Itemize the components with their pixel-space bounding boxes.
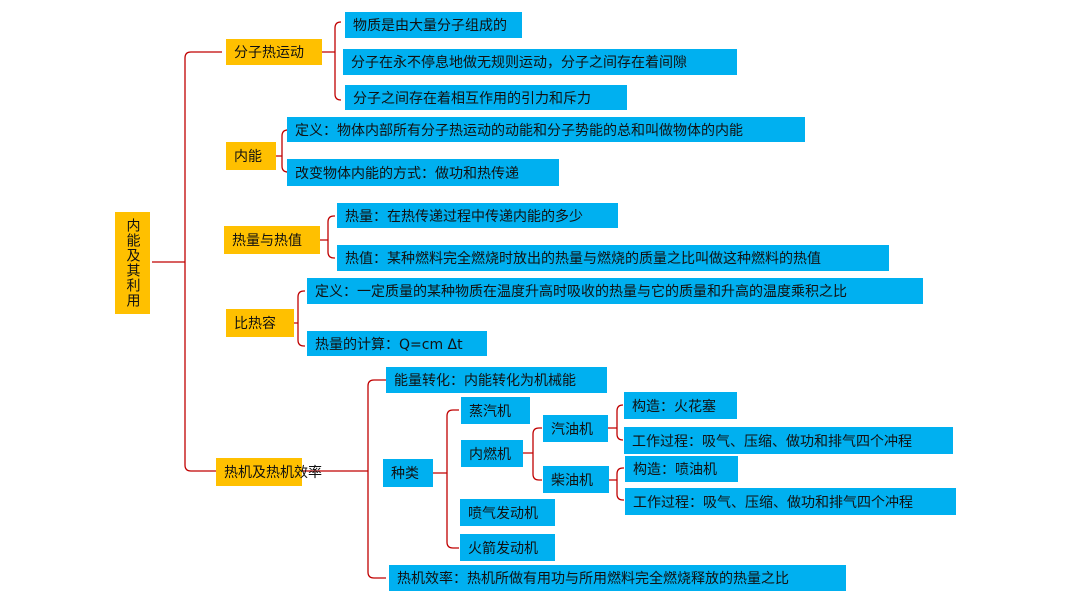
leaf-node[interactable]: 构造：火花塞 bbox=[624, 392, 737, 419]
node-diesel-engine[interactable]: 柴油机 bbox=[543, 466, 609, 493]
bracket-connector bbox=[523, 427, 542, 481]
node-internal-combustion-engine[interactable]: 内燃机 bbox=[461, 440, 523, 467]
leaf-node[interactable]: 改变物体内能的方式：做功和热传递 bbox=[287, 159, 559, 186]
leaf-energy-conversion[interactable]: 能量转化：内能转化为机械能 bbox=[386, 367, 607, 393]
leaf-node[interactable]: 热值：某种燃料完全燃烧时放出的热量与燃烧的质量之比叫做这种燃料的热值 bbox=[337, 245, 889, 271]
leaf-node[interactable]: 分子在永不停息地做无规则运动，分子之间存在着间隙 bbox=[343, 49, 737, 75]
node-steam-engine[interactable]: 蒸汽机 bbox=[461, 397, 530, 424]
leaf-node[interactable]: 分子之间存在着相互作用的引力和斥力 bbox=[345, 85, 627, 110]
root-node[interactable]: 内能及其利用 bbox=[115, 212, 150, 314]
leaf-node[interactable]: 工作过程：吸气、压缩、做功和排气四个冲程 bbox=[624, 427, 953, 454]
bracket-connector bbox=[294, 290, 305, 347]
node-jet-engine[interactable]: 喷气发动机 bbox=[460, 499, 555, 526]
topic-specific-heat[interactable]: 比热容 bbox=[226, 309, 294, 337]
node-rocket-engine[interactable]: 火箭发动机 bbox=[460, 534, 555, 561]
bracket-connector bbox=[433, 409, 459, 549]
bracket-connector bbox=[152, 51, 222, 472]
topic-heat-engine[interactable]: 热机及热机效率 bbox=[216, 458, 322, 486]
leaf-node[interactable]: 工作过程：吸气、压缩、做功和排气四个冲程 bbox=[625, 488, 956, 515]
bracket-connector bbox=[609, 467, 624, 501]
node-gasoline-engine[interactable]: 汽油机 bbox=[543, 415, 608, 442]
leaf-node[interactable]: 定义：物体内部所有分子热运动的动能和分子势能的总和叫做物体的内能 bbox=[287, 117, 805, 142]
leaf-node[interactable]: 构造：喷油机 bbox=[625, 456, 738, 482]
bracket-connector bbox=[276, 129, 289, 173]
topic-internal-energy[interactable]: 内能 bbox=[226, 142, 276, 170]
bracket-connector bbox=[320, 215, 335, 259]
bracket-connector bbox=[608, 404, 624, 441]
topic-molecular-motion[interactable]: 分子热运动 bbox=[226, 39, 322, 65]
node-types[interactable]: 种类 bbox=[383, 459, 433, 487]
leaf-node[interactable]: 定义：一定质量的某种物质在温度升高时吸收的热量与它的质量和升高的温度乘积之比 bbox=[307, 278, 923, 304]
leaf-node[interactable]: 热量的计算：Q=cm Δt bbox=[307, 331, 487, 356]
leaf-engine-efficiency[interactable]: 热机效率：热机所做有用功与所用燃料完全燃烧释放的热量之比 bbox=[389, 565, 846, 591]
topic-heat-and-calorific-value[interactable]: 热量与热值 bbox=[224, 226, 320, 254]
bracket-connector bbox=[302, 379, 386, 579]
leaf-node[interactable]: 热量：在热传递过程中传递内能的多少 bbox=[337, 203, 618, 228]
bracket-connector bbox=[322, 21, 342, 101]
leaf-node[interactable]: 物质是由大量分子组成的 bbox=[345, 12, 522, 38]
